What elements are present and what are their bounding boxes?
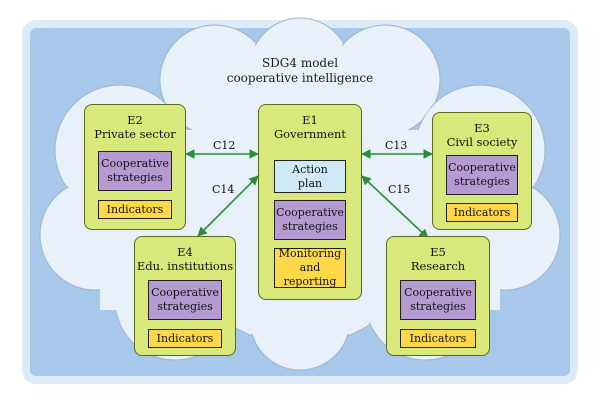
entity-e5-header: E5 Research	[387, 245, 489, 273]
entity-e1-code: E1	[302, 113, 318, 127]
arrow-c14	[197, 175, 259, 237]
entity-e4-header: E4 Edu. institutions	[135, 245, 235, 273]
e2-indicators: Indicators	[98, 200, 172, 219]
label-c15: C15	[388, 183, 411, 196]
entity-e5-name: Research	[410, 259, 466, 273]
entity-e3-code: E3	[474, 121, 490, 135]
entity-e2-header: E2 Private sector	[85, 113, 185, 141]
entity-e4-name: Edu. institutions	[136, 259, 234, 273]
entity-e2-name: Private sector	[94, 127, 176, 141]
entity-e4-code: E4	[177, 245, 193, 259]
title-line-2: cooperative intelligence	[226, 71, 374, 85]
e5-indicators: Indicators	[400, 329, 476, 348]
label-c13: C13	[385, 139, 408, 152]
label-c12: C12	[213, 139, 236, 152]
entity-e5-code: E5	[430, 245, 446, 259]
entity-e2-code: E2	[127, 113, 143, 127]
diagram-title: SDG4 model cooperative intelligence	[200, 56, 400, 86]
e3-indicators: Indicators	[446, 203, 518, 222]
e4-indicators: Indicators	[148, 329, 222, 348]
label-c14: C14	[212, 183, 235, 196]
entity-e1-header: E1 Government	[259, 113, 361, 141]
entity-e3-header: E3 Civil society	[433, 121, 531, 149]
arrow-c15	[361, 175, 429, 239]
entity-e1-name: Government	[273, 127, 347, 141]
title-line-1: SDG4 model	[261, 56, 339, 70]
entity-e3-name: Civil society	[446, 135, 518, 149]
